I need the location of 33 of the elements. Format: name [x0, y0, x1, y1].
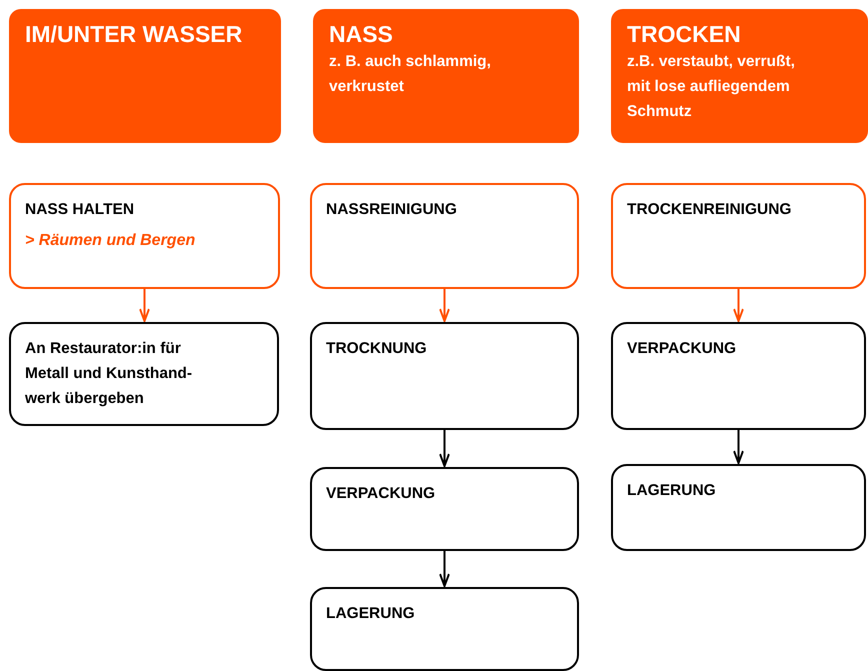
method-box	[310, 183, 579, 289]
header-title: NASS	[329, 20, 394, 49]
method-box	[9, 183, 280, 289]
process-box	[611, 464, 866, 551]
header-title: TROCKEN	[627, 20, 742, 49]
method-box	[611, 183, 866, 289]
process-box	[310, 467, 579, 551]
box-title: LAGERUNG	[627, 481, 717, 501]
header-title: IM/UNTER WASSER	[25, 20, 244, 49]
process-box	[310, 587, 579, 671]
category-header	[611, 9, 868, 143]
arrow	[733, 430, 744, 464]
category-header	[313, 9, 579, 143]
box-title: LAGERUNG	[326, 604, 416, 624]
arrow	[733, 289, 744, 322]
box-note: > Räumen und Bergen	[25, 231, 196, 251]
category-header	[9, 9, 281, 143]
box-title: TROCKENREINIGUNG	[627, 200, 792, 220]
process-box	[9, 322, 279, 426]
process-box	[310, 322, 579, 430]
arrow	[139, 289, 150, 322]
box-title: NASSREINIGUNG	[326, 200, 458, 220]
box-title: An Restaurator:in für Metall und Kunsthand-werk übergeben	[25, 339, 194, 409]
box-title: TROCKNUNG	[326, 339, 428, 359]
arrow	[439, 289, 450, 322]
box-title: VERPACKUNG	[326, 484, 436, 504]
process-box	[611, 322, 866, 430]
box-title: NASS HALTEN	[25, 200, 136, 220]
arrow	[439, 430, 450, 467]
arrow	[439, 551, 450, 587]
header-subtitle: z.B. verstaubt, verrußt, mit lose aufliegendem Schmutz	[627, 52, 796, 122]
box-title: VERPACKUNG	[627, 339, 738, 359]
header-subtitle: z. B. auch schlammig, verkrustet	[329, 52, 492, 97]
